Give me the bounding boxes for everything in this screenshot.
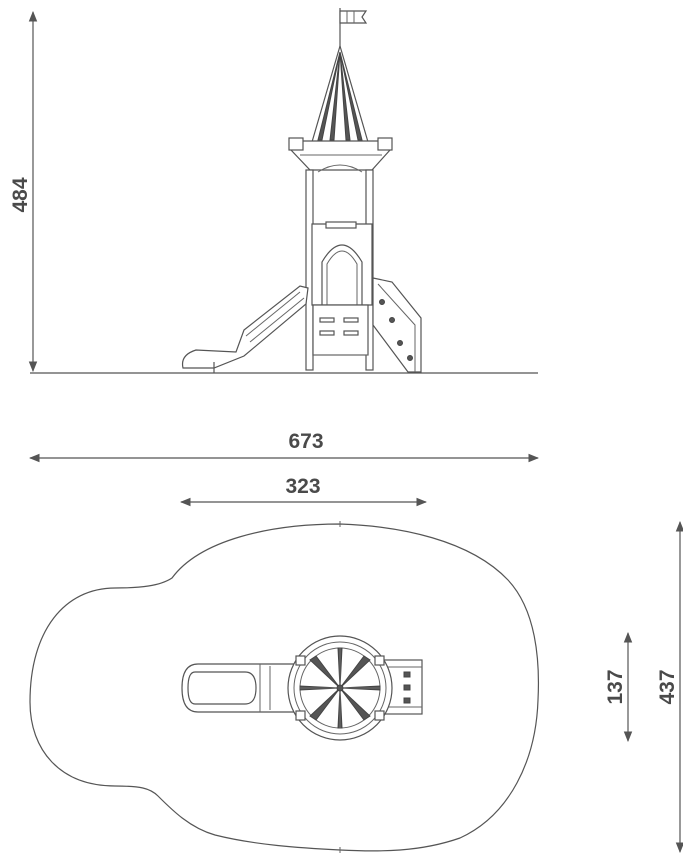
total-width-label: 673 — [288, 430, 323, 453]
elevation-view: 484 — [9, 8, 538, 374]
flag-icon — [339, 8, 368, 50]
safety-zone-outline — [29, 523, 540, 852]
height-label: 484 — [9, 177, 32, 212]
spire-roof — [311, 43, 369, 143]
total-depth-label: 437 — [656, 669, 679, 704]
tower-width-label: 323 — [285, 475, 320, 498]
depth-dimensions: 137 437 — [604, 520, 683, 853]
tower-plan — [287, 635, 393, 741]
width-dimensions: 673 323 — [28, 430, 540, 507]
tower-frame — [305, 164, 374, 371]
tower-crown — [288, 137, 393, 171]
plan-view — [29, 521, 540, 853]
tower-depth-label: 137 — [604, 669, 627, 704]
slide-plan — [181, 663, 301, 713]
climbing-wall — [372, 277, 422, 373]
slide — [181, 285, 309, 373]
